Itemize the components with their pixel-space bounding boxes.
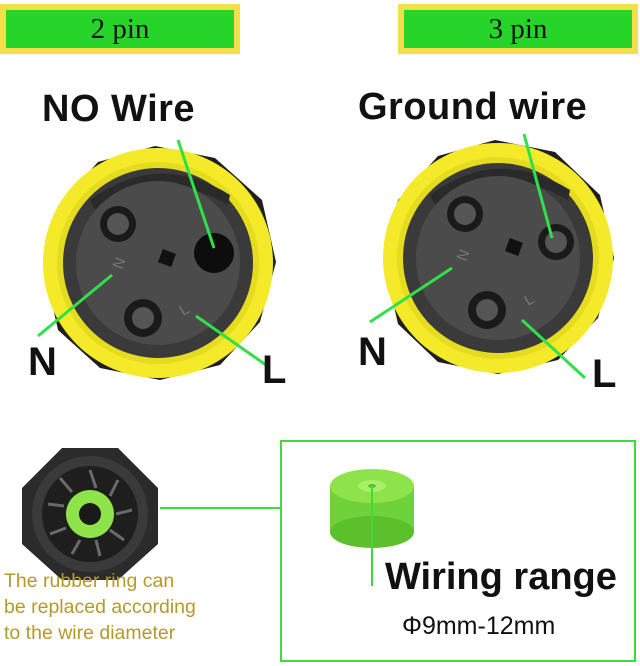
wiring-range-box	[280, 440, 636, 662]
left-live-label: L	[262, 348, 287, 392]
caption-line: be replaced according	[4, 596, 196, 618]
right-neutral-label: N	[358, 330, 387, 374]
left-connector-image: N L	[37, 139, 276, 380]
caption-line: The rubber ring can	[4, 570, 175, 592]
rubber-ring-caption: The rubber ring can be replaced accordin…	[4, 568, 196, 646]
caption-line: to the wire diameter	[4, 622, 176, 644]
green-gasket-image	[330, 469, 414, 586]
ground-wire-heading: Ground wire	[358, 86, 588, 128]
tab-3-pin: 3 pin	[398, 4, 638, 54]
wiring-range-title: Wiring range	[385, 556, 617, 598]
left-neutral-label: N	[28, 340, 57, 384]
rubber-ring-image	[22, 448, 158, 580]
no-wire-heading: NO Wire	[42, 88, 196, 130]
right-connector-image: N L	[369, 133, 614, 380]
wiring-range-value: Φ9mm-12mm	[402, 612, 556, 640]
tab-2-pin: 2 pin	[0, 4, 240, 54]
right-live-label: L	[592, 352, 617, 396]
